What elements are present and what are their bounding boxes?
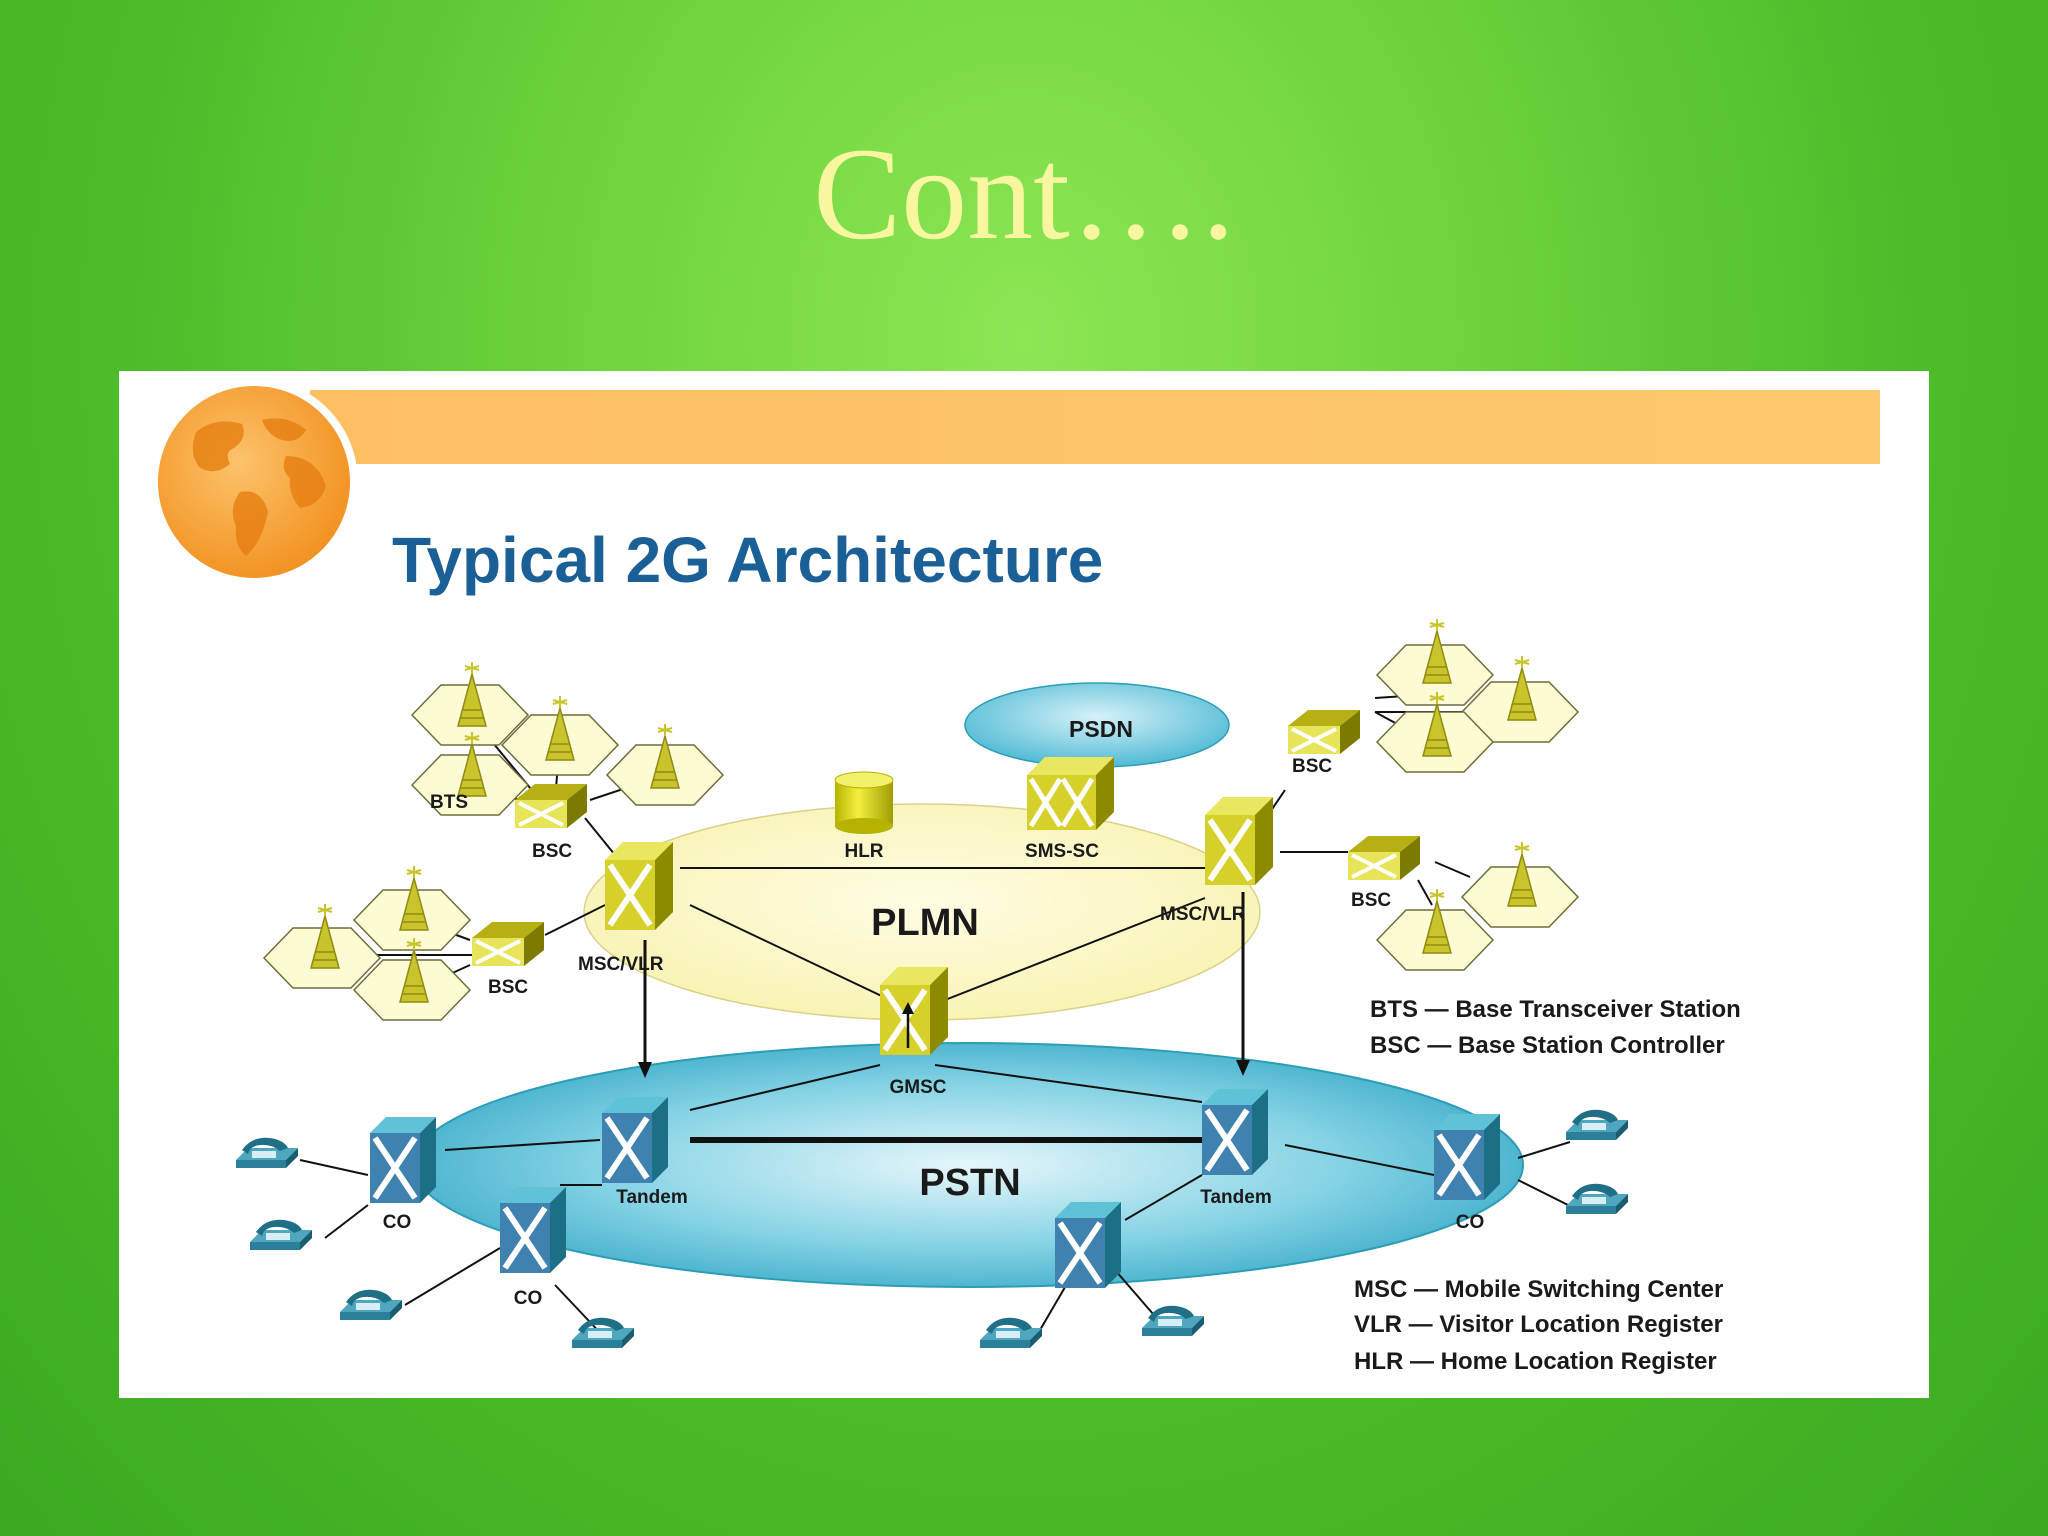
sms-sc-label: SMS-SC xyxy=(1025,841,1099,862)
legend-top: BTS — Base Transceiver Station BSC — Bas… xyxy=(1370,996,1741,1059)
bsc-right-label: BSC xyxy=(1351,890,1391,911)
slide-title: Cont…. xyxy=(813,120,1235,267)
gmsc-label: GMSC xyxy=(890,1077,947,1098)
msc-vlr-left xyxy=(605,842,673,930)
msc-vlr-left-label: MSC/VLR xyxy=(578,954,664,975)
co-unlabeled xyxy=(1055,1202,1121,1288)
legend-msc: MSC — Mobile Switching Center xyxy=(1354,1276,1723,1303)
diagram-title: Typical 2G Architecture xyxy=(392,524,1103,596)
database-icon xyxy=(834,771,894,834)
bts-label: BTS xyxy=(430,792,468,813)
sms-sc-node xyxy=(1027,757,1114,830)
msc-tandem-arrows xyxy=(638,892,1250,1078)
legend-bts: BTS — Base Transceiver Station xyxy=(1370,996,1741,1023)
tandem-right-label: Tandem xyxy=(1200,1187,1271,1208)
tandem-right xyxy=(1202,1089,1268,1175)
legend-bsc: BSC — Base Station Controller xyxy=(1370,1032,1725,1059)
pstn-label: PSTN xyxy=(919,1162,1020,1204)
co-bottom-label: CO xyxy=(514,1288,543,1309)
co-left xyxy=(370,1117,436,1203)
co-bottom xyxy=(500,1187,566,1273)
legend-vlr: VLR — Visitor Location Register xyxy=(1354,1311,1723,1338)
diagram-panel: Typical 2G Architecture xyxy=(119,371,1929,1398)
globe-icon xyxy=(150,378,358,586)
legend-hlr: HLR — Home Location Register xyxy=(1354,1348,1717,1375)
bsc-top-right-label: BSC xyxy=(1292,756,1332,777)
hlr-label: HLR xyxy=(844,841,883,862)
bsc-top-left-label: BSC xyxy=(532,841,572,862)
tandem-left-label: Tandem xyxy=(616,1187,687,1208)
legend-bottom: MSC — Mobile Switching Center VLR — Visi… xyxy=(1354,1276,1723,1375)
gmsc-node xyxy=(880,967,948,1055)
architecture-diagram: Typical 2G Architecture xyxy=(119,371,1929,1398)
psdn-label: PSDN xyxy=(1069,716,1133,742)
tandem-left xyxy=(602,1097,668,1183)
header-banner xyxy=(310,390,1880,464)
msc-vlr-right-label: MSC/VLR xyxy=(1160,904,1246,925)
co-left-label: CO xyxy=(383,1212,412,1233)
bsc-left-label: BSC xyxy=(488,977,528,998)
co-right xyxy=(1434,1114,1500,1200)
plmn-label: PLMN xyxy=(871,902,979,944)
msc-vlr-right xyxy=(1205,797,1273,885)
co-right-label: CO xyxy=(1456,1212,1485,1233)
